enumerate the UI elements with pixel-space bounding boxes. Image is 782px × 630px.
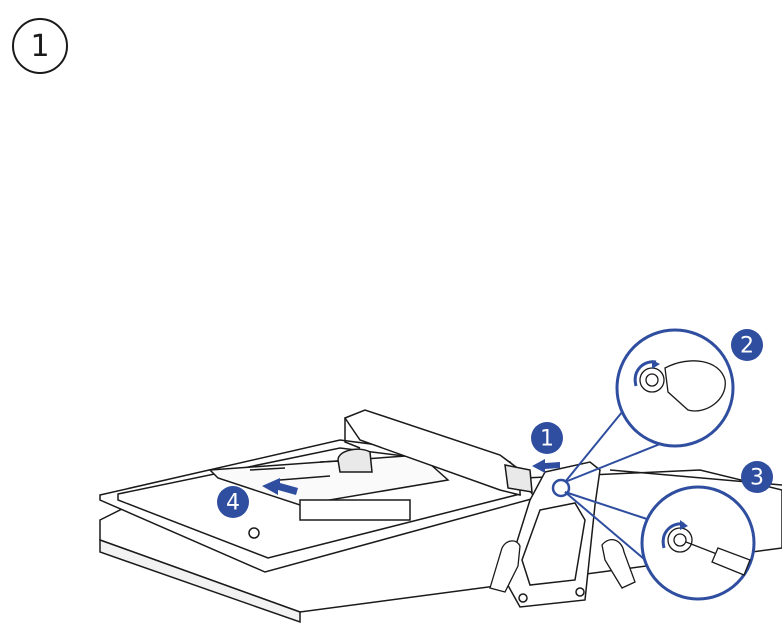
screw-icon	[640, 368, 664, 392]
zoom-detail-2	[565, 330, 733, 482]
step-badge-2: 2	[731, 329, 763, 361]
step-badge-2-label: 2	[740, 334, 754, 359]
screw-icon	[668, 528, 692, 552]
step-badge-3: 3	[741, 461, 773, 493]
step-badge-1: 1	[531, 422, 563, 454]
step-badge-4: 4	[217, 486, 249, 518]
step-badge-3-label: 3	[750, 466, 764, 491]
step-badge-4-label: 4	[226, 491, 240, 516]
step-badge-1-label: 1	[540, 427, 554, 452]
